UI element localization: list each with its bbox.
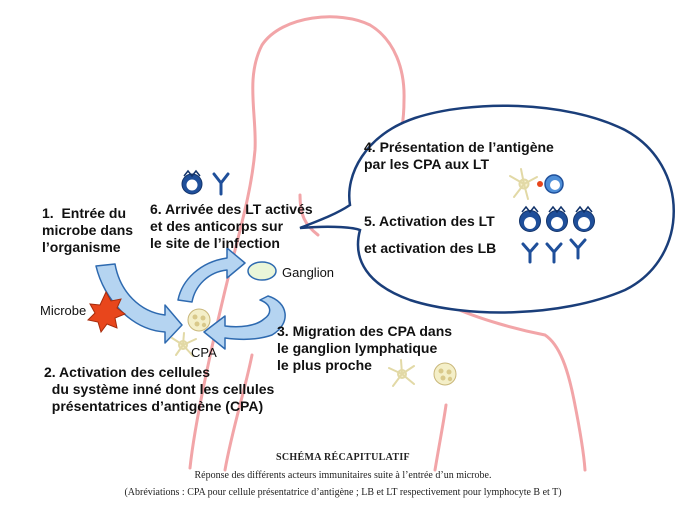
step3-label: 3. Migration des CPA dans le ganglion ly… xyxy=(277,323,453,373)
presentation-lymphocyte-icon xyxy=(544,174,564,194)
activated-lt-cells xyxy=(519,205,595,232)
arrow-return xyxy=(177,247,246,303)
antibody-1-icon xyxy=(521,242,539,264)
step6-label: 6. Arrivée des LT activés et des anticor… xyxy=(150,201,313,251)
microbe-icon xyxy=(86,290,127,334)
dendritic-cell-icon xyxy=(171,332,197,357)
presentation-dendritic-icon xyxy=(509,168,538,200)
body-outline xyxy=(188,15,587,472)
microbe-label: Microbe xyxy=(40,303,87,318)
caption-line2: (Abréviations : CPA pour cellule présent… xyxy=(124,487,562,498)
cpa-granular-icon xyxy=(187,308,211,332)
caption-line1: Réponse des différents acteurs immunitai… xyxy=(194,470,492,481)
antibody-3-icon xyxy=(569,238,587,260)
lt-cell-3-icon xyxy=(573,205,595,232)
lt-cell-2-icon xyxy=(546,205,568,232)
antibody-2-icon xyxy=(545,242,563,264)
antigen-dot xyxy=(537,181,543,187)
ganglion-icon xyxy=(247,261,277,281)
step1-label: 1. Entrée du microbe dans l’organisme xyxy=(42,205,134,255)
ganglion-label: Ganglion xyxy=(282,265,335,280)
step4-label: 4. Présentation de l’antigène par les CP… xyxy=(364,139,554,172)
caption-title: SCHÉMA RÉCAPITULATIF xyxy=(276,452,410,463)
step2-label: 2. Activation des cellules du système in… xyxy=(44,364,275,414)
lt-cell-1-icon xyxy=(519,205,541,232)
arrow-migration xyxy=(203,295,286,350)
antibody-icon xyxy=(212,172,230,196)
step5a-label: 5. Activation des LT xyxy=(364,213,495,229)
speech-bubble xyxy=(299,104,675,314)
step5b-label: et activation des LB xyxy=(364,240,497,256)
lymphocyte-t-icon xyxy=(181,169,203,195)
activated-lb-antibodies xyxy=(521,238,587,264)
dendritic-cell-migrating-icon xyxy=(388,359,415,387)
cpa-label: CPA xyxy=(191,345,217,360)
cpa-granular-2-icon xyxy=(433,362,457,386)
